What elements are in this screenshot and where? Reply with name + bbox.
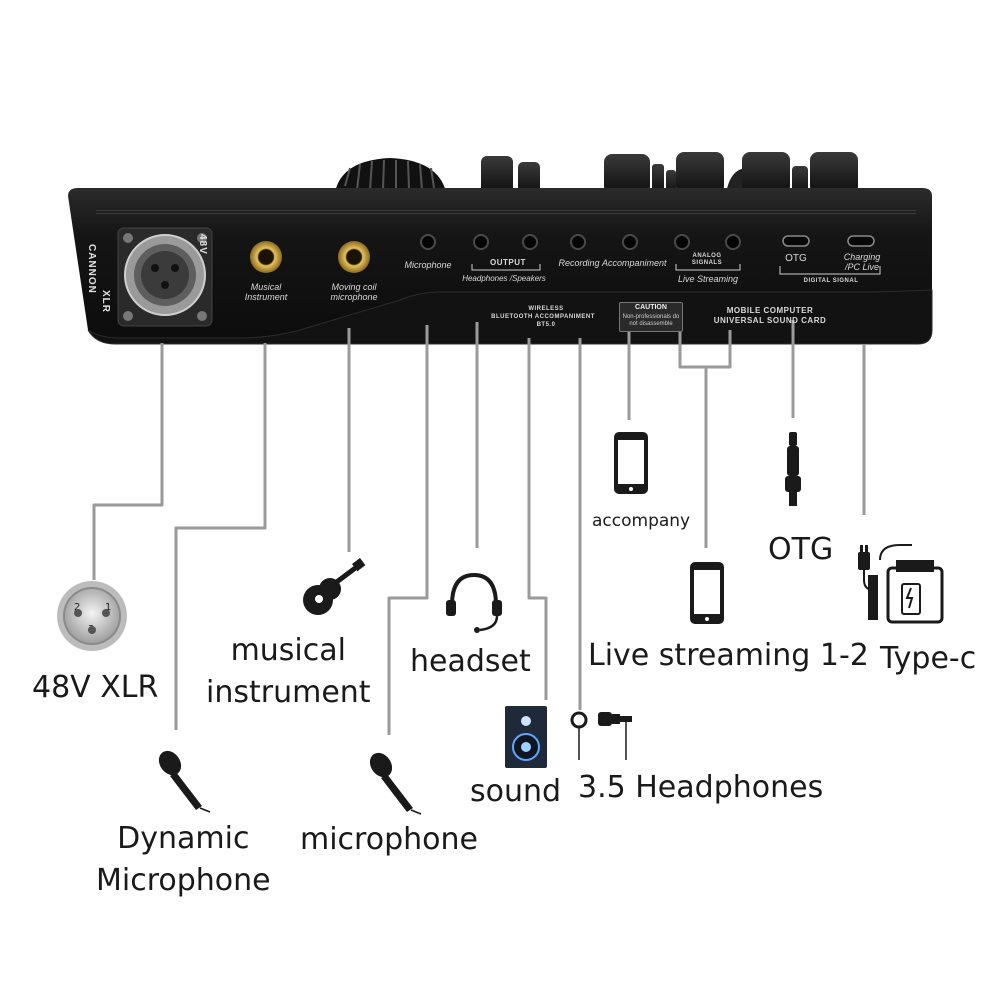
- label-headset: headset: [410, 644, 531, 679]
- xlr-connector-icon: 2 1 3: [57, 581, 127, 651]
- earphone-icon: [570, 711, 632, 760]
- instrument-jack: [250, 241, 282, 273]
- panel-label-live-streaming: Live Streaming: [677, 274, 739, 284]
- panel-label-bluetooth: BLUETOOTH ACCOMPANIMENT: [491, 314, 595, 320]
- panel-label-analog-signals: ANALOG SIGNALS: [691, 253, 723, 266]
- connector-lines: [92, 320, 866, 735]
- panel-label-headphones-speakers: Headphones /Speakers: [462, 274, 546, 283]
- guitar-icon: [303, 557, 366, 615]
- panel-label-digital-signal: DIGITAL SIGNAL: [803, 278, 859, 284]
- brand-line-1: MOBILE COMPUTER: [726, 306, 814, 315]
- panel-label-accompaniment: Accompaniment: [602, 258, 667, 268]
- panel-label-charging: Charging /PC Live: [843, 252, 881, 272]
- panel-brackets: [471, 264, 881, 275]
- panel-label-microphone: Microphone: [404, 260, 452, 270]
- svg-text:2: 2: [74, 602, 80, 613]
- caution-text: Non-professionals do not disassemble: [622, 314, 680, 327]
- label-otg: OTG: [768, 532, 834, 567]
- panel-label-moving-coil: Moving coil microphone: [330, 282, 378, 302]
- moving-coil-mic-jack: [338, 241, 370, 273]
- xlr-socket: [117, 227, 213, 327]
- panel-label-musical-instrument: Musical Instrument: [244, 282, 288, 302]
- speaker-icon: [505, 706, 547, 768]
- panel-label-otg: OTG: [785, 253, 807, 264]
- caution-title: CAUTION: [635, 304, 667, 311]
- panel-label-wireless: WIRELESS: [528, 306, 564, 312]
- label-musical-instrument: musical instrument: [206, 633, 371, 710]
- label-48v-xlr: 48V XLR: [32, 670, 159, 705]
- brand-line-2: UNIVERSAL SOUND CARD: [713, 316, 827, 325]
- label-live-streaming: Live streaming 1-2: [588, 638, 869, 673]
- panel-label-bt-version: BT5.0: [536, 322, 556, 328]
- label-3-5-headphones: 3.5 Headphones: [578, 770, 824, 805]
- device-knobs: [335, 152, 858, 194]
- panel-label-recording: Recording: [558, 258, 600, 268]
- small-jacks: [420, 234, 741, 250]
- label-accompany: accompany: [592, 511, 691, 531]
- xlr-panel-label: XLR: [100, 290, 111, 313]
- microphone-icon: [158, 750, 211, 813]
- smartphone-icon: [614, 432, 648, 494]
- usb-c-ports: [782, 235, 875, 247]
- sound-card-body: [68, 188, 933, 345]
- label-sound: sound: [470, 774, 562, 809]
- 48v-panel-label: 48V: [197, 234, 208, 255]
- panel-label-output: OUTPUT: [490, 258, 526, 267]
- svg-text:1: 1: [105, 602, 111, 613]
- smartphone-icon: [690, 562, 724, 624]
- headset-icon: [446, 572, 502, 633]
- label-microphone: microphone: [300, 822, 478, 857]
- label-type-c: Type-c: [880, 641, 977, 676]
- cannon-label: CANNON: [86, 244, 97, 294]
- label-dynamic-microphone: Dynamic Microphone: [96, 821, 271, 898]
- microphone-icon: [369, 752, 422, 815]
- otg-cable-icon: [785, 432, 801, 506]
- caution-plate: CAUTION Non-professionals do not disasse…: [619, 302, 683, 332]
- type-c-charger-icon: [858, 544, 944, 624]
